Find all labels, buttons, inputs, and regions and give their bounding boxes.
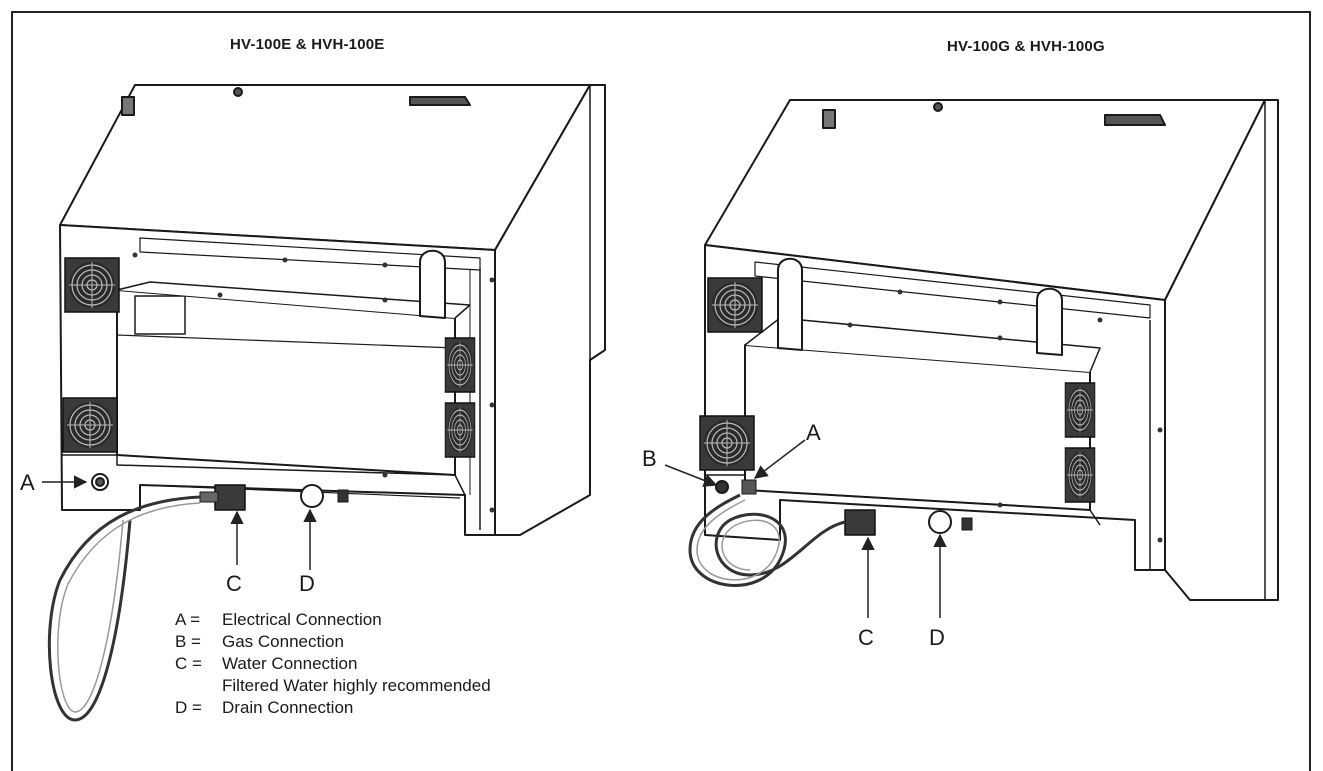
legend-row: C = Water Connection [175, 653, 491, 675]
side-fan-icon [444, 337, 476, 393]
exhaust-fan-icon [64, 257, 120, 313]
callout-arrow-b [664, 464, 718, 487]
legend-key: C = [175, 654, 202, 673]
legend-text: Gas Connection [222, 632, 344, 651]
callout-label-c: C [858, 625, 874, 650]
legend-text: Filtered Water highly recommended [222, 676, 491, 695]
legend-key: D = [175, 698, 202, 717]
side-fan-icon [444, 402, 476, 458]
callout-label-b: B [642, 446, 657, 471]
exhaust-fan-icon [699, 415, 755, 471]
exhaust-fan-icon [62, 397, 118, 453]
right-model-title: HV-100G & HVH-100G [947, 38, 1105, 55]
legend-text: Water Connection [222, 654, 358, 673]
callout-arrow-a [753, 439, 806, 479]
legend-key: A = [175, 610, 201, 629]
gas-oven [688, 99, 1279, 601]
legend-row: D = Drain Connection [175, 697, 491, 719]
exhaust-fan-icon [707, 277, 763, 333]
legend-key [175, 675, 222, 697]
callout-label-a: A [20, 470, 35, 495]
legend-row: B = Gas Connection [175, 631, 491, 653]
callout-label-d: D [929, 625, 945, 650]
callout-label-c: C [226, 571, 242, 596]
left-model-title: HV-100E & HVH-100E [230, 36, 385, 53]
legend-text: Drain Connection [222, 698, 354, 717]
side-fan-icon [1064, 382, 1096, 438]
figure-frame [11, 11, 1311, 771]
legend-row: A = Electrical Connection [175, 609, 491, 631]
legend-text: Electrical Connection [222, 610, 382, 629]
callout-label-d: D [299, 571, 315, 596]
electric-oven [47, 84, 606, 722]
legend-key: B = [175, 632, 201, 651]
connection-legend: A = Electrical Connection B = Gas Connec… [175, 609, 491, 719]
callout-label-a: A [806, 420, 821, 445]
legend-row: Filtered Water highly recommended [175, 675, 491, 697]
side-fan-icon [1064, 447, 1096, 503]
